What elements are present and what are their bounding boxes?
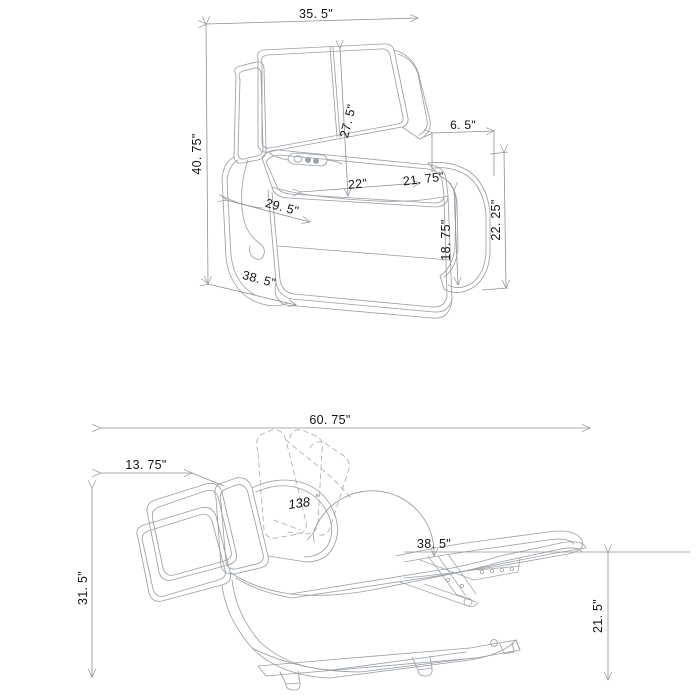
upright-dimension-lines [206,18,508,305]
dim-label-arm-height: 22. 25" [489,199,503,240]
dim-label-depth-bottom: 38. 5" [241,268,278,290]
dim-label-recline-length: 60. 75" [309,413,350,427]
dim-label-recline-height: 31. 5" [76,571,90,605]
dim-label-footrest-height: 21. 5" [591,599,605,633]
dim-label-arm-width: 6. 5" [450,118,476,132]
dim-label-seat-depth: 21. 75" [402,170,445,189]
dim-label-seat-width: 22" [347,176,367,192]
dim-label-wall-clearance: 13. 75" [125,458,166,472]
dim-label-back-height: 27. 5" [337,103,359,139]
degree-symbol-icon: ° [315,493,320,502]
dim-label-footrest-length: 38. 5" [417,537,451,551]
dim-label-recline-angle: 138 [287,494,311,512]
dim-label-width-top: 35. 5" [299,7,333,21]
dim-label-recline-angle-group: 138 ° [287,493,320,512]
dim-label-height-left: 40. 75" [190,133,204,174]
reclined-dimension-lines [92,428,690,680]
reclined-chair-outline [136,429,587,691]
dim-label-seat-height: 18. 75" [439,219,453,260]
